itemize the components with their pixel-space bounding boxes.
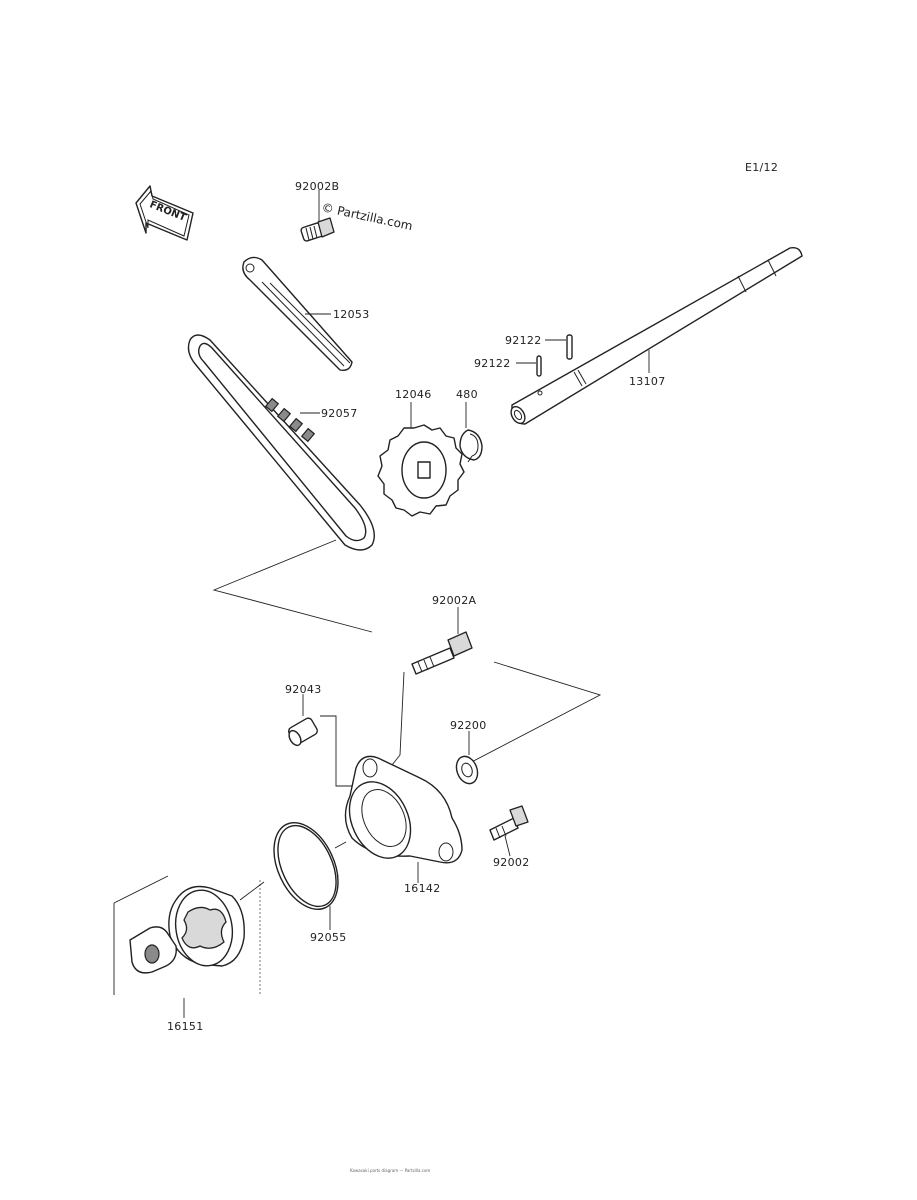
label-92122-upper: 92122 [505, 334, 542, 347]
label-92002b: 92002B [295, 180, 339, 193]
label-12053: 12053 [333, 308, 370, 321]
bolt-92002[interactable] [489, 805, 529, 841]
chain-92057[interactable] [187, 334, 375, 551]
label-92200: 92200 [450, 719, 487, 732]
label-92122-lower: 92122 [474, 357, 511, 370]
label-92043: 92043 [285, 683, 322, 696]
assembly-line-washer [461, 661, 602, 768]
label-16151: 16151 [167, 1020, 204, 1033]
shaft-13107[interactable] [508, 246, 803, 426]
rotor-set-16151[interactable] [113, 875, 265, 995]
label-92002: 92002 [493, 856, 530, 869]
label-92002a: 92002A [432, 594, 476, 607]
page-reference: E1/12 [745, 161, 778, 174]
pin-92122-lower[interactable] [536, 355, 542, 377]
label-12046: 12046 [395, 388, 432, 401]
assembly-line-sprocket [212, 539, 373, 633]
bolt-92002b[interactable] [300, 217, 335, 242]
washer-92200[interactable] [453, 753, 481, 786]
pin-92122-upper[interactable] [566, 334, 573, 360]
label-13107: 13107 [629, 375, 666, 388]
chain-link-detail [264, 397, 316, 443]
o-ring-92055[interactable] [261, 812, 351, 919]
dowel-92043[interactable] [287, 717, 319, 748]
front-arrow: FRONT [135, 185, 194, 241]
footer-text: Kawasaki parts diagram — Partzilla.com [350, 1168, 430, 1173]
label-480: 480 [456, 388, 478, 401]
label-92055: 92055 [310, 931, 347, 944]
sprocket-12046[interactable] [377, 424, 465, 517]
label-16142: 16142 [404, 882, 441, 895]
circlip-480[interactable] [459, 429, 483, 463]
oil-pump-housing-16142[interactable] [338, 755, 463, 868]
watermark: © Partzilla.com [320, 200, 413, 233]
label-92057: 92057 [321, 407, 358, 420]
bolt-92002a[interactable] [411, 631, 473, 675]
chain-guide-12053[interactable] [242, 256, 353, 372]
